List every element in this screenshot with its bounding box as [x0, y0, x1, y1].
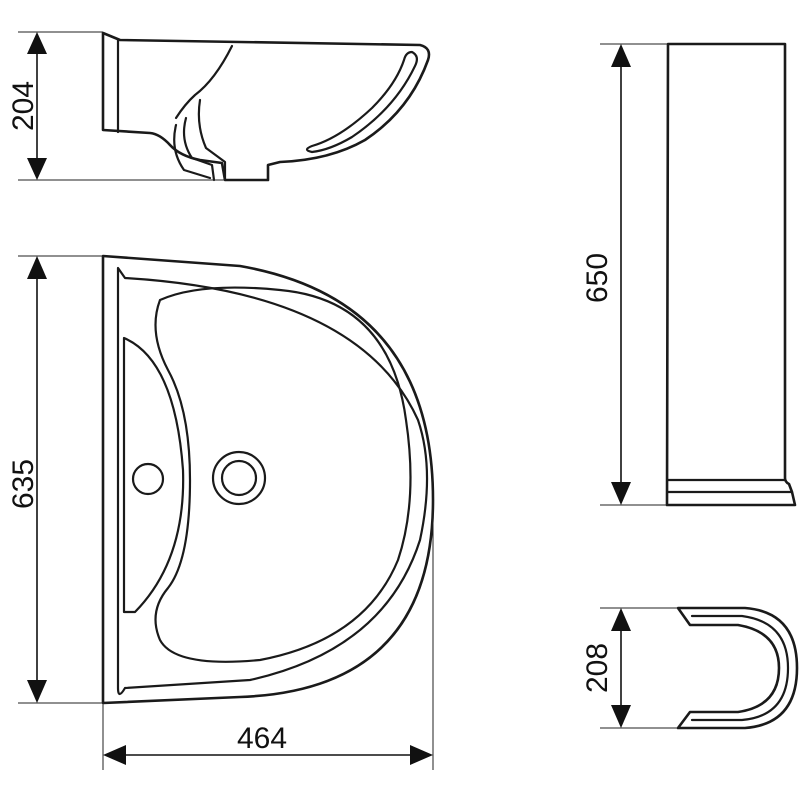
dimension-depth-208: 208 [581, 607, 678, 729]
arrow-up-icon [611, 44, 631, 67]
basin-side-outline [101, 31, 431, 182]
dim-label-204: 204 [7, 81, 40, 131]
arrow-right-icon [410, 745, 433, 765]
arrow-up-icon [611, 608, 631, 631]
arrow-down-icon [611, 482, 631, 505]
pedestal-top-inner [690, 614, 790, 722]
basin-top-rim [116, 266, 429, 696]
dim-label-635: 635 [7, 459, 40, 509]
pedestal-top-view [676, 606, 799, 730]
arrow-down-icon [27, 680, 47, 703]
dimension-width-464: 464 [102, 500, 434, 770]
arrow-down-icon [611, 705, 631, 728]
arrow-down-icon [27, 158, 47, 180]
dim-label-464: 464 [237, 722, 287, 755]
dimension-height-650: 650 [581, 43, 668, 506]
arrow-left-icon [103, 745, 126, 765]
pedestal-front-outline [665, 42, 797, 507]
arrow-up-icon [27, 256, 47, 279]
drain-outer-ring-icon [211, 450, 267, 506]
basin-top-tap-platform [122, 336, 185, 614]
dim-label-650: 650 [581, 253, 614, 303]
basin-side-bowl-curve [174, 44, 234, 120]
basin-top-bowl [154, 286, 412, 663]
basin-top-outline [101, 254, 435, 705]
tap-hole-icon [131, 462, 165, 496]
drain-inner-ring-icon [220, 459, 258, 497]
pedestal-front-view [665, 42, 797, 507]
dimension-depth-204: 204 [7, 31, 225, 181]
basin-top-view [101, 254, 435, 705]
dimension-length-635: 635 [7, 255, 103, 704]
basin-side-rim-groove [305, 50, 419, 154]
basin-side-view [101, 31, 431, 182]
pedestal-top-outline [676, 606, 799, 730]
arrow-up-icon [27, 32, 47, 54]
basin-side-drain-neck [173, 98, 227, 182]
dim-label-208: 208 [581, 643, 614, 693]
